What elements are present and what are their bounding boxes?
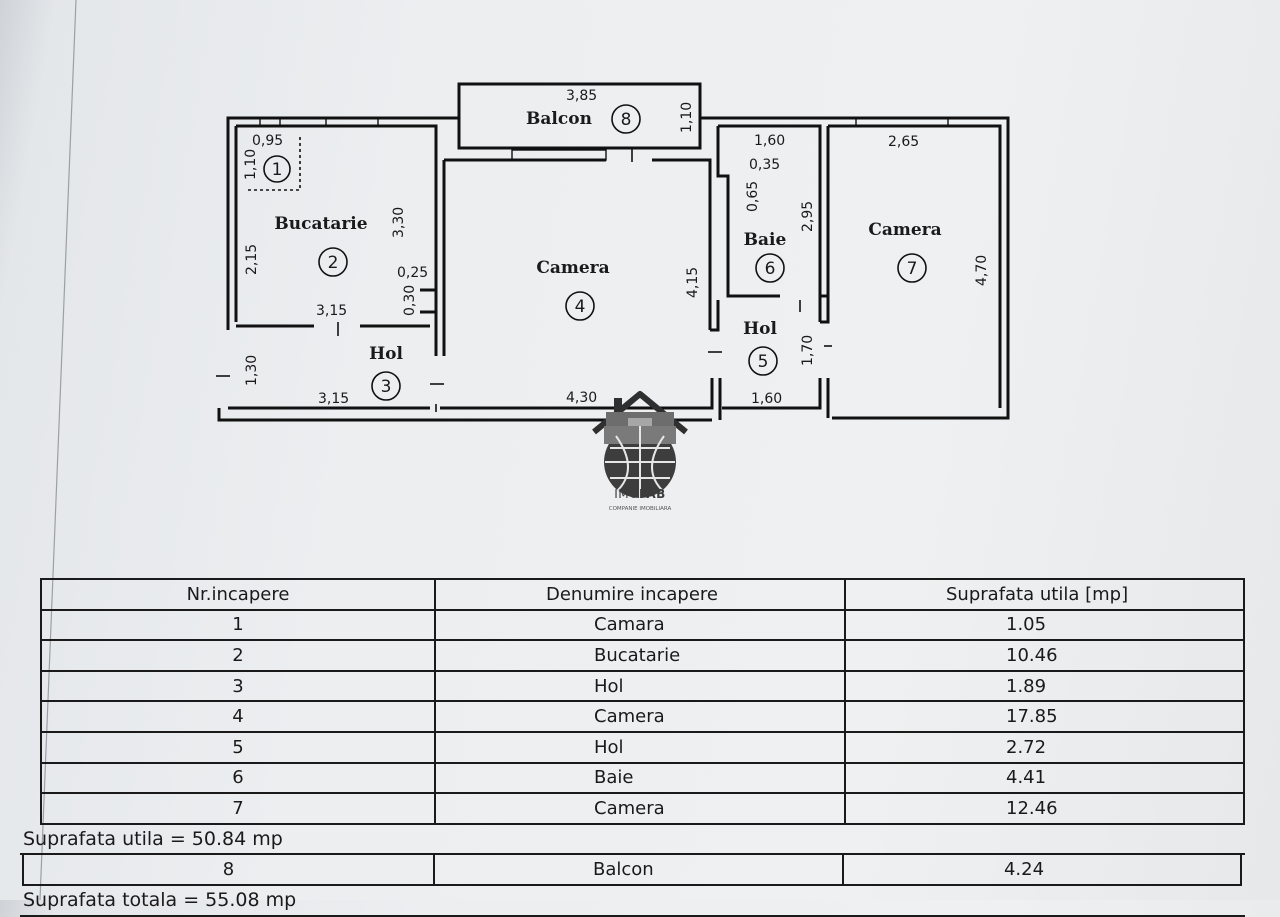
- svg-text:1: 1: [272, 160, 283, 180]
- cell-area: 4.24: [844, 855, 1242, 884]
- svg-text:Hol: Hol: [743, 319, 777, 339]
- room-4: Camera 4: [536, 258, 610, 321]
- cell-nr: 5: [40, 732, 436, 762]
- svg-text:8: 8: [621, 110, 632, 130]
- dim-label: 2,15: [244, 244, 260, 275]
- imofab-logo: IMOFAB COMPANIE IMOBILIARA: [592, 391, 688, 512]
- table-row: 7 Camera 12.46: [40, 794, 1245, 825]
- room-8: Balcon 8: [526, 104, 641, 134]
- dim-label: 2,65: [888, 134, 919, 150]
- svg-text:IMOFAB: IMOFAB: [614, 487, 666, 501]
- svg-text:3: 3: [381, 377, 392, 397]
- cell-nr: 6: [40, 763, 436, 793]
- dim-label: 1,60: [754, 133, 785, 149]
- dim-label: 0,95: [252, 133, 283, 149]
- dim-label: 1,60: [751, 391, 782, 407]
- dim-label: 0,35: [749, 157, 780, 173]
- cell-nr: 3: [40, 671, 436, 701]
- walls: [217, 82, 1010, 422]
- cell-nr: 1: [40, 610, 436, 640]
- room-3: Hol 3: [369, 344, 403, 401]
- svg-text:Camera: Camera: [536, 258, 609, 278]
- room-6: Baie 6: [744, 230, 787, 283]
- room-2: Bucatarie 2: [274, 214, 368, 277]
- dim-label: 3,15: [316, 303, 347, 319]
- table-header-row: Nr.incapere Denumire incapere Suprafata …: [40, 578, 1245, 611]
- dim-label: 3,30: [391, 207, 407, 238]
- cell-nr: 8: [22, 855, 435, 884]
- windows: [259, 117, 949, 161]
- dim-label: 1,10: [679, 102, 695, 133]
- floor-plan: 1 Bucatarie 2 Hol 3 Camera 4 Hol 5 Baie …: [216, 82, 1010, 512]
- room-1: 1: [263, 155, 291, 183]
- svg-text:5: 5: [758, 352, 769, 372]
- dim-label: 0,65: [745, 181, 761, 212]
- cell-nr: 2: [40, 641, 436, 670]
- dim-label: 2,95: [800, 201, 816, 232]
- table-row: 6 Baie 4.41: [40, 763, 1245, 795]
- svg-text:7: 7: [907, 259, 918, 279]
- dim-label: 1,30: [244, 355, 260, 386]
- cell-name: Balcon: [435, 855, 844, 884]
- table-row: 1 Camara 1.05: [40, 610, 1245, 642]
- cell-area: 1.05: [846, 610, 1245, 640]
- dim-label: 3,15: [318, 391, 349, 407]
- svg-text:6: 6: [765, 259, 776, 279]
- cell-area: 4.41: [846, 763, 1245, 793]
- dim-label: 4,70: [974, 255, 990, 286]
- dimension-labels: 0,95 1,10 3,30 2,15 0,25 0,30 3,15 1,30 …: [243, 88, 990, 407]
- cell-area: 1.89: [846, 671, 1245, 701]
- table-row: 4 Camera 17.85: [40, 702, 1245, 733]
- room-5: Hol 5: [743, 319, 778, 376]
- cell-area: 12.46: [846, 794, 1245, 823]
- cell-name: Camera: [436, 702, 846, 731]
- dim-label: 0,30: [402, 285, 418, 316]
- cell-area: 2.72: [846, 732, 1245, 762]
- svg-text:Camera: Camera: [868, 220, 941, 240]
- dim-label: 0,25: [397, 265, 428, 281]
- header-suprafata: Suprafata utila [mp]: [846, 580, 1245, 609]
- dim-label: 1,10: [243, 149, 259, 180]
- rooms-table: Nr.incapere Denumire incapere Suprafata …: [20, 578, 1245, 917]
- dim-label: 1,70: [800, 335, 816, 366]
- cell-name: Baie: [436, 763, 846, 793]
- cell-name: Camara: [436, 610, 846, 640]
- svg-text:4: 4: [575, 297, 586, 317]
- summary-utila: Suprafata utila = 50.84 mp: [20, 825, 1245, 856]
- cell-name: Bucatarie: [436, 641, 846, 670]
- dim-label: 4,30: [566, 390, 597, 406]
- cell-name: Camera: [436, 794, 846, 823]
- summary-totala: Suprafata totala = 55.08 mp: [20, 886, 1245, 917]
- svg-text:Balcon: Balcon: [526, 109, 592, 129]
- cell-name: Hol: [436, 732, 846, 762]
- cell-area: 17.85: [846, 702, 1245, 731]
- cell-nr: 4: [40, 702, 436, 731]
- svg-text:COMPANIE IMOBILIARA: COMPANIE IMOBILIARA: [609, 506, 672, 512]
- svg-text:Baie: Baie: [744, 230, 787, 250]
- table-row: 2 Bucatarie 10.46: [40, 641, 1245, 672]
- cell-nr: 7: [40, 794, 436, 823]
- cell-name: Hol: [436, 671, 846, 701]
- dim-label: 4,15: [685, 267, 701, 298]
- svg-text:Hol: Hol: [369, 344, 403, 364]
- svg-text:2: 2: [328, 253, 339, 273]
- table-row-balcon: 8 Balcon 4.24: [22, 855, 1242, 886]
- door-marks: [216, 148, 832, 412]
- table-row: 5 Hol 2.72: [40, 732, 1245, 764]
- table-row: 3 Hol 1.89: [40, 671, 1245, 703]
- cell-area: 10.46: [846, 641, 1245, 670]
- room-7: Camera 7: [868, 220, 942, 283]
- header-nr: Nr.incapere: [40, 580, 436, 609]
- dim-label: 3,85: [566, 88, 597, 104]
- svg-text:Bucatarie: Bucatarie: [274, 214, 367, 234]
- header-denumire: Denumire incapere: [436, 580, 846, 609]
